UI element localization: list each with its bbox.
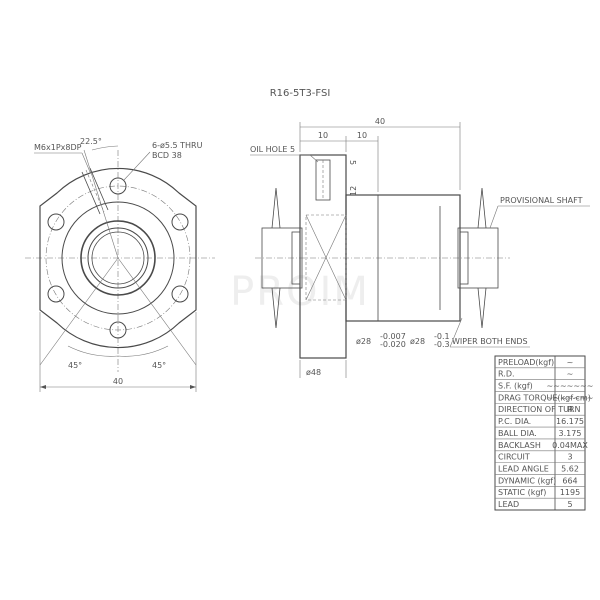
spike-left-top bbox=[271, 187, 281, 229]
bore-inner-circle bbox=[87, 227, 149, 289]
angle-45-left-label: 45° bbox=[68, 361, 82, 370]
angle-45-right-ray bbox=[117, 257, 197, 366]
spec-row-label: P.C. DIA. bbox=[498, 417, 531, 426]
angle-45-right-arc bbox=[117, 345, 169, 357]
spec-row-value: ~ bbox=[567, 370, 574, 379]
overall-dim-label: 40 bbox=[375, 117, 385, 126]
spike-right-top bbox=[477, 187, 487, 229]
provisional-leader bbox=[489, 205, 499, 229]
angle-22-arc bbox=[91, 145, 119, 151]
spec-row-value: 3.175 bbox=[559, 429, 582, 438]
bolt-hole-top bbox=[109, 177, 127, 195]
spec-row-value: R bbox=[567, 405, 573, 414]
spec-row-value: 0.04MAX bbox=[552, 441, 588, 450]
bolt-hole-lower-right bbox=[171, 285, 189, 303]
spec-row-label: DIRECTION OF TURN bbox=[498, 405, 581, 414]
wiper-label: WIPER BOTH ENDS bbox=[452, 337, 528, 346]
bolt-hole-upper-right bbox=[171, 213, 189, 231]
spec-row-label: BALL DIA. bbox=[498, 429, 537, 438]
flange-thk-dim: 12 bbox=[349, 186, 358, 196]
shaft-a-tol-top: -0.007 bbox=[380, 332, 406, 341]
bolt-hole-lower-left bbox=[47, 285, 65, 303]
bore-outer-circle bbox=[80, 220, 156, 296]
tap-hole-edge-b bbox=[89, 167, 109, 211]
spec-row-label: DRAG TORQUE(kgf-cm) bbox=[498, 393, 591, 402]
wiper-left bbox=[291, 231, 301, 285]
flange-outline bbox=[39, 167, 197, 349]
spec-row-value: ~ bbox=[567, 358, 574, 367]
spec-row-value: 5 bbox=[567, 500, 572, 509]
angle-22-ray bbox=[83, 149, 119, 259]
holes-label-1: 6-ø5.5 THRU bbox=[152, 141, 203, 150]
wiper-right bbox=[459, 231, 469, 285]
spec-table-border bbox=[494, 355, 586, 511]
angle-45-left-arc bbox=[67, 345, 119, 357]
watermark: PROIM bbox=[230, 269, 370, 315]
spec-row-value: ~~~~~~~ bbox=[547, 382, 594, 391]
front-view: 22.5° M6x1Px8DP 6-ø5.5 THRU BCD 38 45° 4… bbox=[25, 137, 215, 392]
bolt-hole-bottom bbox=[109, 321, 127, 339]
spike-left-bottom bbox=[271, 287, 281, 329]
oil-offset-dim-label: 10 bbox=[357, 131, 367, 140]
spec-row-label: CIRCUIT bbox=[498, 453, 530, 462]
spec-table: PRELOAD(kgf)~R.D.~S.F. (kgf)~~~~~~~DRAG … bbox=[494, 355, 594, 511]
provisional-label: PROVISIONAL SHAFT bbox=[500, 196, 583, 205]
spec-row-label: PRELOAD(kgf) bbox=[498, 358, 554, 367]
provisional-shaft-left bbox=[261, 227, 303, 289]
angle-45-left-ray bbox=[39, 257, 119, 366]
nut-body-circle bbox=[61, 201, 175, 315]
shaft-a-tol-bot: -0.020 bbox=[380, 340, 406, 349]
tap-hole-axis bbox=[85, 169, 105, 213]
wiper-leader bbox=[449, 317, 463, 348]
spec-row-label: S.F. (kgf) bbox=[498, 382, 533, 391]
tap-hole-edge-a bbox=[81, 171, 101, 215]
spec-row-label: LEAD bbox=[498, 500, 519, 509]
spec-row-label: BACKLASH bbox=[498, 441, 541, 450]
drawing-title: R16-5T3-FSI bbox=[270, 88, 331, 99]
spec-row-value: ~~~~~~~ bbox=[547, 393, 594, 402]
oil-small-dim: 5 bbox=[348, 160, 357, 165]
spec-row-label: STATIC (kgf) bbox=[498, 488, 546, 497]
shaft-circle bbox=[91, 231, 145, 285]
oil-hole-label: OIL HOLE 5 bbox=[250, 145, 295, 154]
ball-track bbox=[305, 214, 347, 301]
spec-row-value: 3 bbox=[567, 453, 572, 462]
bolt-hole-upper-left bbox=[47, 213, 65, 231]
spec-row-value: 5.62 bbox=[561, 464, 579, 473]
spec-row-value: 664 bbox=[562, 476, 577, 485]
holes-label-2: BCD 38 bbox=[152, 151, 182, 160]
angle-22-label: 22.5° bbox=[80, 137, 102, 146]
bcd-circle bbox=[45, 185, 191, 331]
holes-leader bbox=[123, 151, 151, 181]
flange-dim-label: 10 bbox=[318, 131, 328, 140]
spike-right-bottom bbox=[477, 287, 487, 329]
oil-hole-leader bbox=[309, 154, 319, 163]
shaft-b-tol-bot: -0.3 bbox=[434, 340, 450, 349]
angle-45-right-label: 45° bbox=[152, 361, 166, 370]
shaft-b-tol-top: -0.1 bbox=[434, 332, 450, 341]
shaft-a-base: ø28 bbox=[356, 337, 371, 346]
spec-row-value: 16.175 bbox=[556, 417, 584, 426]
spec-row-value: 1195 bbox=[560, 488, 580, 497]
spec-row-label: DYNAMIC (kgf) bbox=[498, 476, 556, 485]
tap-label: M6x1Px8DP bbox=[34, 143, 82, 152]
width-dim-label: 40 bbox=[113, 377, 123, 386]
section-x-b bbox=[305, 214, 347, 301]
flange-dia-label: ø48 bbox=[306, 368, 321, 377]
spec-row-label: R.D. bbox=[498, 370, 515, 379]
shaft-b-base: ø28 bbox=[410, 337, 425, 346]
spec-row-label: LEAD ANGLE bbox=[498, 464, 549, 473]
side-view: 40 10 10 OIL HOLE 5 5 12 PROVISIONAL SHA… bbox=[250, 117, 590, 378]
tap-leader-arrow bbox=[81, 152, 91, 173]
